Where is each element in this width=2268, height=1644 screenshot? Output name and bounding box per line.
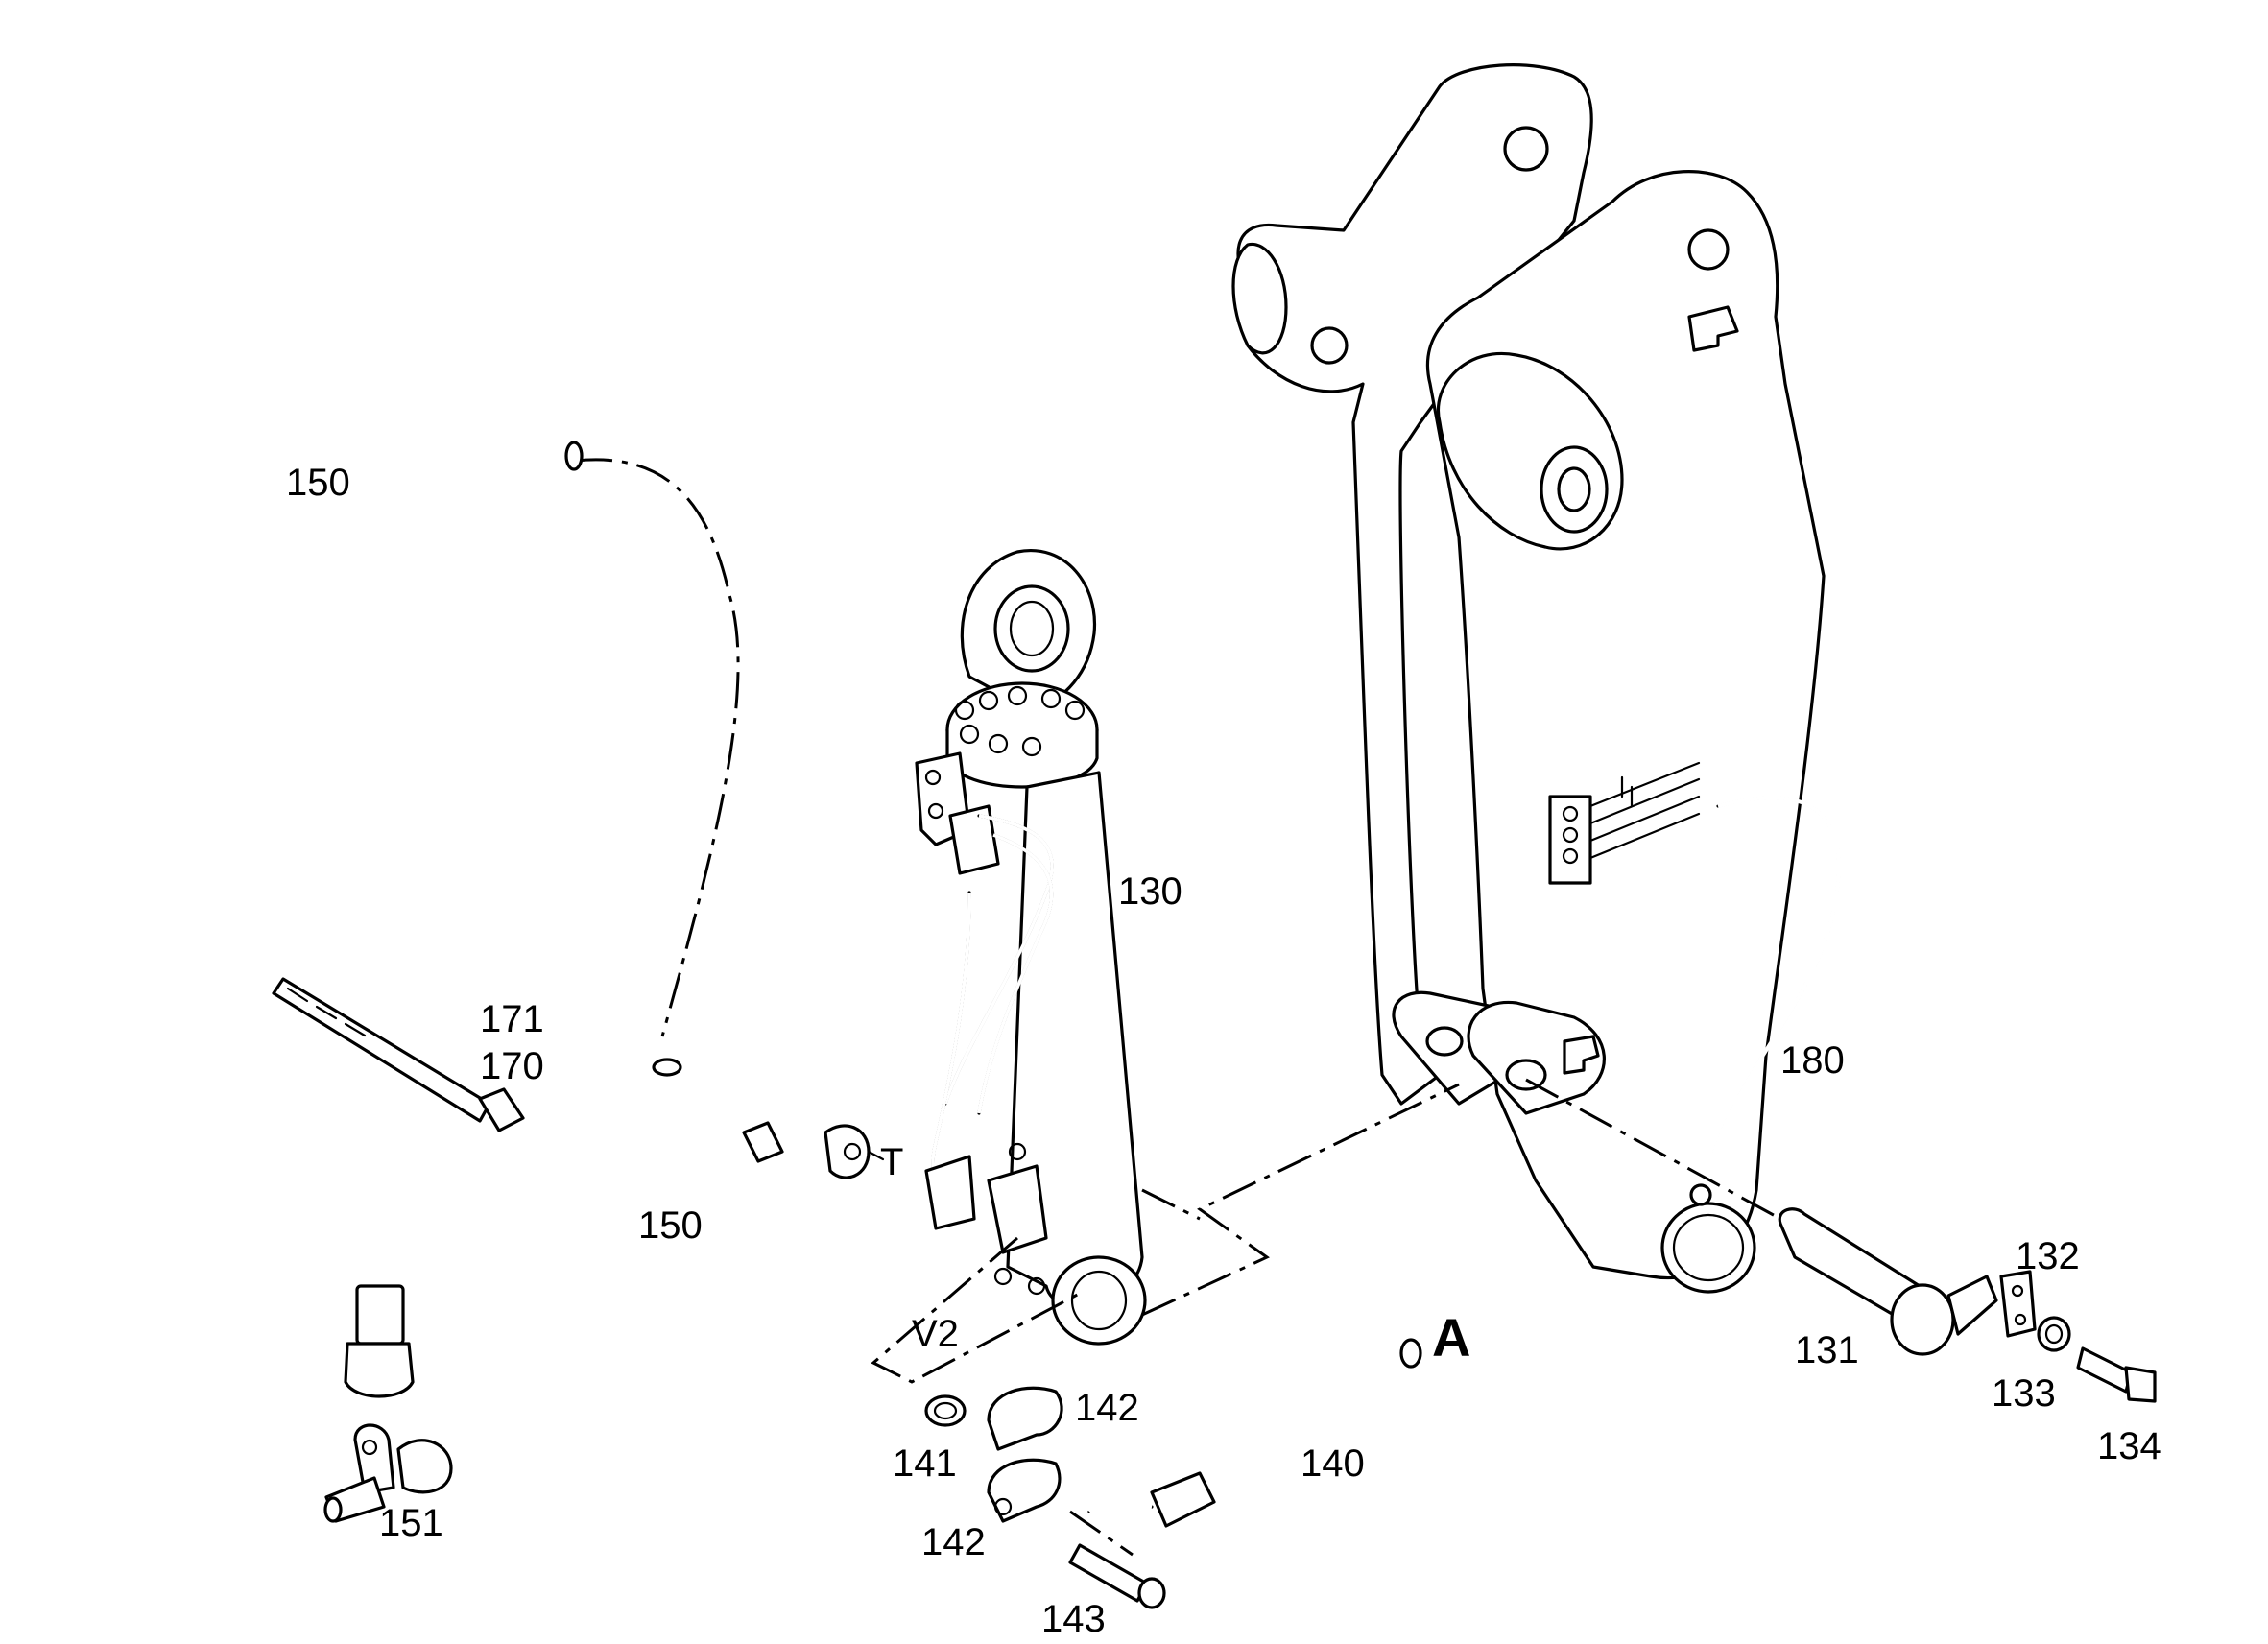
hose-150-short [633, 1058, 885, 1179]
label-140: 140 [1301, 1442, 1365, 1485]
label-131: 131 [1795, 1329, 1859, 1371]
label-151: 151 [379, 1502, 443, 1544]
label-142-bottom: 142 [921, 1521, 986, 1563]
fitting-151 [323, 1423, 453, 1523]
label-133: 133 [1992, 1372, 2056, 1415]
label-150-top: 150 [286, 462, 350, 504]
label-V2: V2 [912, 1313, 959, 1355]
assembly-centerlines [575, 458, 1781, 1557]
hose-150-long [317, 441, 584, 1398]
hydraulic-cylinder-130 [915, 549, 1147, 1346]
label-150-bottom: 150 [638, 1204, 703, 1247]
label-143: 143 [1041, 1598, 1106, 1640]
small-parts-141-143 [924, 1386, 1166, 1609]
label-180: 180 [1780, 1039, 1845, 1082]
label-T: T [880, 1141, 903, 1183]
label-132: 132 [2016, 1235, 2080, 1277]
label-130: 130 [1118, 870, 1182, 913]
label-170: 170 [480, 1045, 544, 1087]
label-134: 134 [2097, 1425, 2161, 1467]
loader-arm-frame [1231, 63, 1826, 1294]
hose-180 [1689, 796, 1841, 1206]
cable-tie-170 [272, 977, 525, 1132]
pipe-140 [1086, 1338, 1422, 1528]
label-A: A [1432, 1307, 1470, 1368]
pin-131-and-hardware [1778, 1207, 2157, 1403]
label-171: 171 [480, 998, 544, 1040]
label-142-top: 142 [1075, 1387, 1139, 1429]
part-labels: 150 150 151 171 170 130 T V2 141 142 142… [286, 462, 2161, 1640]
label-141: 141 [893, 1442, 957, 1485]
